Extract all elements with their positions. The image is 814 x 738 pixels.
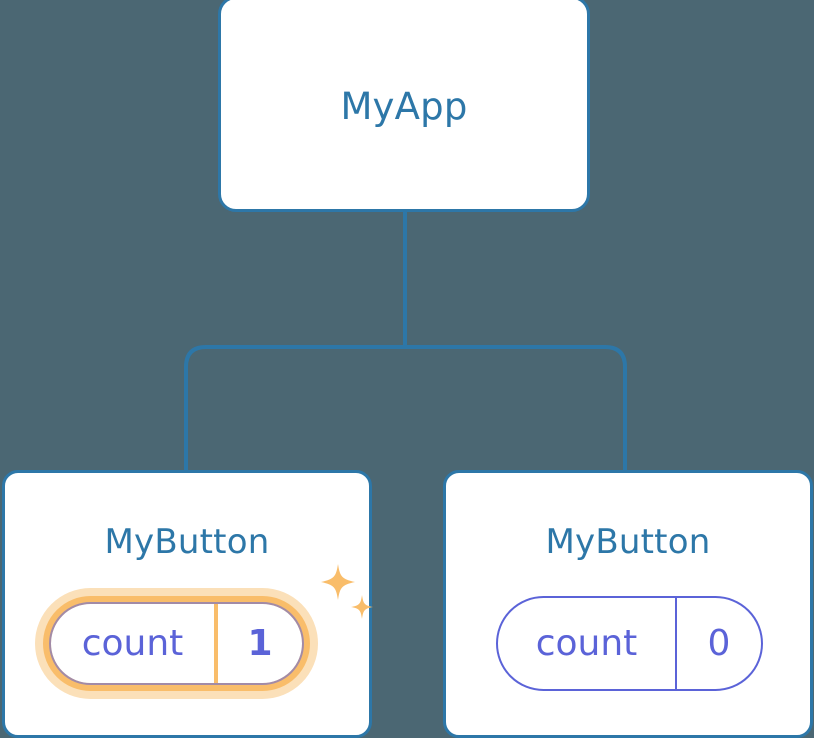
state-pill-divider-left [214, 604, 218, 683]
state-key-right: count [535, 623, 638, 664]
node-myapp[interactable]: MyApp [218, 0, 590, 212]
state-value-left: 1 [247, 623, 273, 664]
node-mybutton-left[interactable]: MyButton count 1 [2, 470, 372, 738]
branch-to-left-child [184, 345, 405, 472]
state-pill-right[interactable]: count 0 [496, 596, 763, 691]
state-value-right: 0 [707, 623, 731, 664]
state-pill-wrapper-left: count 1 [43, 596, 310, 691]
node-mybutton-left-title: MyButton [104, 522, 270, 562]
node-mybutton-right[interactable]: MyButton count 0 [443, 470, 813, 738]
state-pill-divider-right [675, 598, 677, 689]
state-pill-wrapper-right: count 0 [496, 596, 763, 691]
node-myapp-title: MyApp [340, 85, 468, 128]
state-key-left: count [81, 623, 184, 664]
node-mybutton-right-title: MyButton [545, 522, 711, 562]
state-pill-left[interactable]: count 1 [43, 596, 310, 691]
branch-to-right-child [405, 345, 627, 472]
